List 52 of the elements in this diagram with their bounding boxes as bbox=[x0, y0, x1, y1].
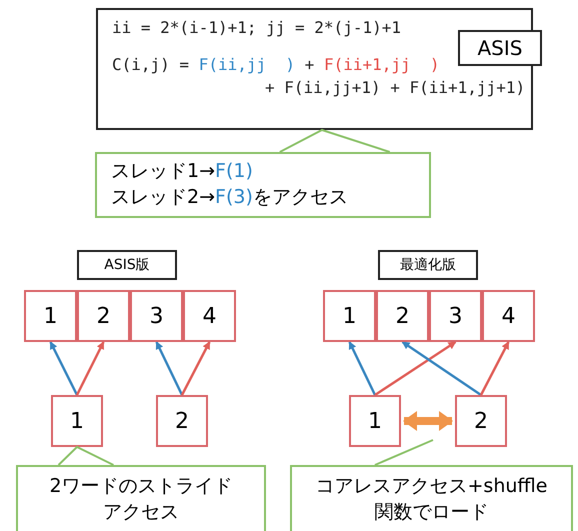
code-text: + bbox=[304, 55, 316, 74]
index-number: 1 bbox=[70, 408, 84, 434]
array-cell bbox=[482, 290, 535, 342]
index-number: 4 bbox=[202, 304, 216, 328]
index-number: 2 bbox=[96, 304, 110, 328]
callout-text: 2ワードのストライドアクセス bbox=[48, 474, 234, 525]
array-cell bbox=[183, 290, 236, 342]
index-number: 1 bbox=[44, 304, 58, 328]
arrow bbox=[155, 341, 184, 396]
arrow bbox=[402, 340, 482, 396]
code-text: ii = 2*(i-1)+1; jj = 2*(j-1)+1 bbox=[112, 18, 401, 37]
arrow bbox=[49, 341, 78, 396]
array-cell bbox=[156, 395, 208, 447]
array-cell bbox=[77, 290, 130, 342]
array-cell bbox=[51, 395, 103, 447]
code-text: + F(ii,jj+1) + F(ii+1,jj+1) bbox=[265, 78, 526, 97]
array-cell bbox=[376, 290, 429, 342]
array-cell bbox=[429, 290, 482, 342]
array-cell bbox=[130, 290, 183, 342]
arrow bbox=[348, 341, 376, 396]
index-number: 2 bbox=[175, 408, 189, 434]
callout-box bbox=[95, 152, 431, 218]
label-tag bbox=[458, 30, 542, 66]
tag-text: ASIS bbox=[478, 36, 522, 60]
array-cell bbox=[24, 290, 77, 342]
tag-text: ASIS版 bbox=[104, 256, 150, 274]
index-number: 3 bbox=[448, 304, 462, 328]
double-arrow bbox=[403, 411, 453, 431]
index-number: 2 bbox=[474, 408, 488, 434]
label-tag bbox=[77, 250, 177, 280]
label-tag bbox=[378, 250, 478, 280]
tag-text: 最適化版 bbox=[400, 256, 456, 274]
callout-box bbox=[290, 465, 573, 531]
code-text: F(ii,jj ) bbox=[198, 55, 296, 74]
arrow bbox=[374, 340, 456, 396]
arrow bbox=[480, 341, 510, 396]
index-number: 4 bbox=[502, 304, 516, 328]
callout-box bbox=[16, 465, 266, 531]
index-number: 1 bbox=[342, 304, 356, 328]
code-text: F(ii+1,jj ) bbox=[324, 55, 440, 74]
index-number: 1 bbox=[368, 408, 382, 434]
callout-text: コアレスアクセス+shuffle関数でロード bbox=[314, 474, 548, 525]
code-text: C(i,j) = bbox=[112, 55, 190, 74]
arrow bbox=[180, 341, 211, 396]
index-number: 3 bbox=[150, 304, 164, 328]
index-number: 2 bbox=[396, 304, 410, 328]
arrow bbox=[76, 341, 105, 396]
callout-text: スレッド1→F(1) スレッド2→F(3)をアクセス bbox=[111, 159, 348, 210]
code-box bbox=[96, 8, 533, 130]
array-cell bbox=[323, 290, 376, 342]
array-cell bbox=[349, 395, 401, 447]
array-cell bbox=[455, 395, 507, 447]
